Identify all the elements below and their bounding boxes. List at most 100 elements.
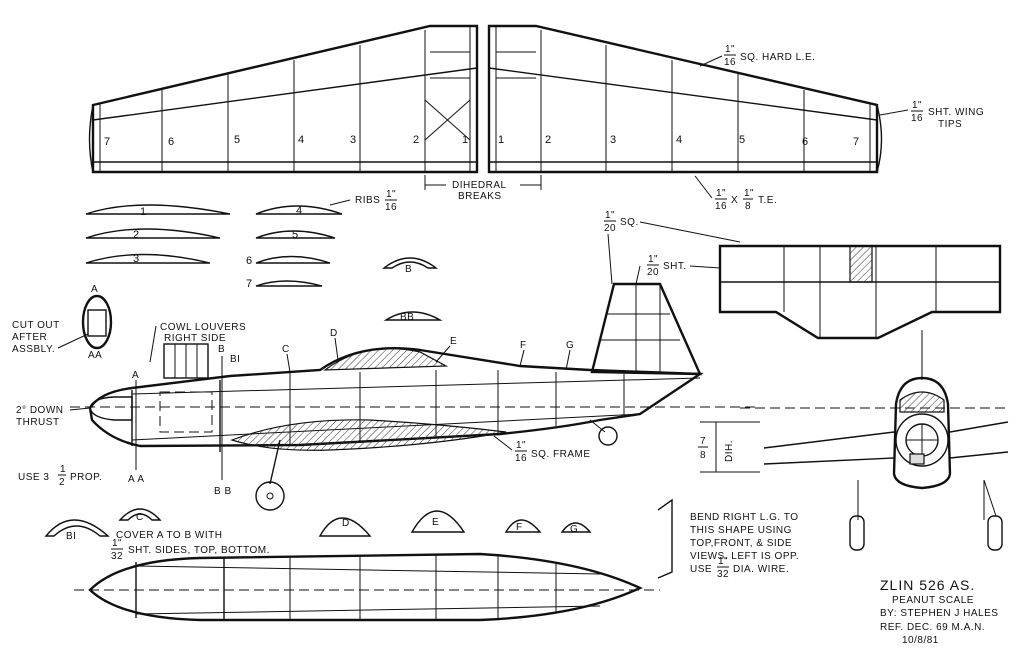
station-bb-bottom: B B xyxy=(214,486,232,497)
gear-wire-shape xyxy=(657,498,673,579)
cover-note: COVER A TO B WITH 1" 32 SHT. SIDES, TOP,… xyxy=(111,530,270,562)
ribs-callout: RIBS 1" 16 xyxy=(329,189,397,213)
svg-text:VIEWS. LEFT IS OPP.: VIEWS. LEFT IS OPP. xyxy=(690,551,799,562)
svg-text:1": 1" xyxy=(718,556,728,567)
formers-row: BI C D E F G xyxy=(44,508,592,542)
wing-rib-number: 5 xyxy=(234,134,240,146)
station-d: D xyxy=(330,328,338,339)
svg-text:USE: USE xyxy=(690,564,712,575)
dihedral-breaks-callout: DIHEDRAL BREAKS xyxy=(424,175,542,202)
svg-text:20: 20 xyxy=(647,267,659,278)
svg-text:16: 16 xyxy=(715,201,727,212)
svg-text:THIS SHAPE USING: THIS SHAPE USING xyxy=(690,525,792,536)
svg-text:1": 1" xyxy=(725,44,735,55)
svg-text:1": 1" xyxy=(386,189,396,200)
wing-rib-number: 7 xyxy=(853,136,859,148)
svg-text:BI: BI xyxy=(66,531,76,542)
fuselage-side-view xyxy=(70,347,760,511)
station-a: A xyxy=(132,370,139,381)
svg-text:1": 1" xyxy=(912,100,922,111)
svg-text:32: 32 xyxy=(717,569,729,580)
svg-text:SHT.: SHT. xyxy=(663,261,687,272)
svg-text:SQ. HARD L.E.: SQ. HARD L.E. xyxy=(740,52,815,63)
front-view xyxy=(740,330,1010,551)
svg-text:CUT OUT: CUT OUT xyxy=(12,320,60,331)
wing-rib-number: 4 xyxy=(676,134,682,146)
svg-text:A: A xyxy=(91,284,98,295)
svg-text:1": 1" xyxy=(716,188,726,199)
wing-rib-number: 6 xyxy=(802,136,808,148)
svg-text:RIBS: RIBS xyxy=(355,195,380,206)
plan-date: 10/8/81 xyxy=(902,635,939,646)
svg-text:DIHEDRAL: DIHEDRAL xyxy=(452,180,507,191)
rib-label: 5 xyxy=(292,229,298,241)
svg-text:1": 1" xyxy=(516,440,526,451)
svg-text:16: 16 xyxy=(724,57,736,68)
svg-text:THRUST: THRUST xyxy=(16,417,60,428)
plan-reference: REF. DEC. 69 M.A.N. xyxy=(880,622,985,633)
wing-rib-number: 6 xyxy=(168,136,174,148)
svg-text:16: 16 xyxy=(515,453,527,464)
cowl-louvers: COWL LOUVERS RIGHT SIDE xyxy=(149,322,246,379)
former-bb-top: BB xyxy=(383,311,443,323)
svg-text:16: 16 xyxy=(911,113,923,124)
rib-profiles: 1 2 3 4 5 6 7 xyxy=(85,204,343,290)
wing-tips-callout: 1" 16 SHT. WING TIPS xyxy=(879,100,984,130)
svg-text:USE 3: USE 3 xyxy=(18,472,49,483)
plan-title: ZLIN 526 AS. xyxy=(880,577,975,593)
rib-label: 1 xyxy=(140,206,146,218)
svg-text:TIPS: TIPS xyxy=(938,119,962,130)
plan-scale: PEANUT SCALE xyxy=(892,595,974,606)
rib-label: 7 xyxy=(246,278,252,290)
prop-note: USE 3 1 2 PROP. xyxy=(18,464,102,488)
rib-label: 6 xyxy=(246,255,252,267)
dihedral-callout: 7 8 DIH. xyxy=(698,421,760,473)
station-c: C xyxy=(282,344,290,355)
wing-rib-number: 3 xyxy=(350,134,356,146)
svg-text:BEND RIGHT L.G. TO: BEND RIGHT L.G. TO xyxy=(690,512,798,523)
wing-rib-number: 4 xyxy=(298,134,304,146)
svg-text:AFTER: AFTER xyxy=(12,332,47,343)
svg-text:COVER A TO B WITH: COVER A TO B WITH xyxy=(116,530,222,541)
svg-text:7: 7 xyxy=(700,436,706,447)
former-b-top: B xyxy=(381,257,439,275)
svg-text:BB: BB xyxy=(400,312,414,323)
wing-rib-number: 2 xyxy=(545,134,551,146)
svg-text:20: 20 xyxy=(604,223,616,234)
svg-text:PROP.: PROP. xyxy=(70,472,102,483)
station-aa-bottom: A A xyxy=(128,474,145,485)
te-callout: 1" 16 X 1" 8 T.E. xyxy=(694,175,777,212)
station-labels: A A A B BI B B C D E F G xyxy=(128,328,574,497)
horizontal-stab-plan xyxy=(718,244,1002,340)
svg-text:X: X xyxy=(731,195,738,206)
station-b: B xyxy=(218,344,225,355)
gear-note: BEND RIGHT L.G. TO THIS SHAPE USING TOP,… xyxy=(690,512,799,580)
svg-text:SQ. FRAME: SQ. FRAME xyxy=(531,449,591,460)
station-f: F xyxy=(520,340,527,351)
rib-label: 2 xyxy=(133,229,139,241)
svg-text:SHT. SIDES, TOP, BOTTOM.: SHT. SIDES, TOP, BOTTOM. xyxy=(128,545,270,556)
plan-author: BY: STEPHEN J HALES xyxy=(880,608,998,619)
wing-rib-number: 3 xyxy=(610,134,616,146)
svg-text:8: 8 xyxy=(700,450,706,461)
svg-text:1": 1" xyxy=(605,210,615,221)
svg-text:1": 1" xyxy=(112,538,122,549)
title-block: ZLIN 526 AS. PEANUT SCALE BY: STEPHEN J … xyxy=(880,577,998,646)
svg-text:D: D xyxy=(342,518,350,529)
frame-callout: 1" 16 SQ. FRAME xyxy=(493,435,591,464)
svg-text:16: 16 xyxy=(385,202,397,213)
svg-text:8: 8 xyxy=(745,201,751,212)
svg-text:32: 32 xyxy=(111,551,123,562)
wing-rib-number: 7 xyxy=(104,136,110,148)
svg-text:F: F xyxy=(516,522,523,533)
wing-rib-numbers: 7 6 5 4 3 2 1 1 2 3 4 5 6 7 xyxy=(104,134,859,148)
wing-left-panel xyxy=(88,24,479,174)
svg-text:AA: AA xyxy=(88,350,102,361)
tail-sht-callout: 1" 20 SHT. xyxy=(635,254,721,285)
rib-label: 3 xyxy=(133,253,139,265)
svg-text:TOP,FRONT, & SIDE: TOP,FRONT, & SIDE xyxy=(690,538,792,549)
tail-sq-callout: 1" 20 SQ. xyxy=(604,210,741,285)
vertical-tail-side xyxy=(590,282,702,376)
hard-le-callout: 1" 16 SQ. HARD L.E. xyxy=(699,44,815,68)
